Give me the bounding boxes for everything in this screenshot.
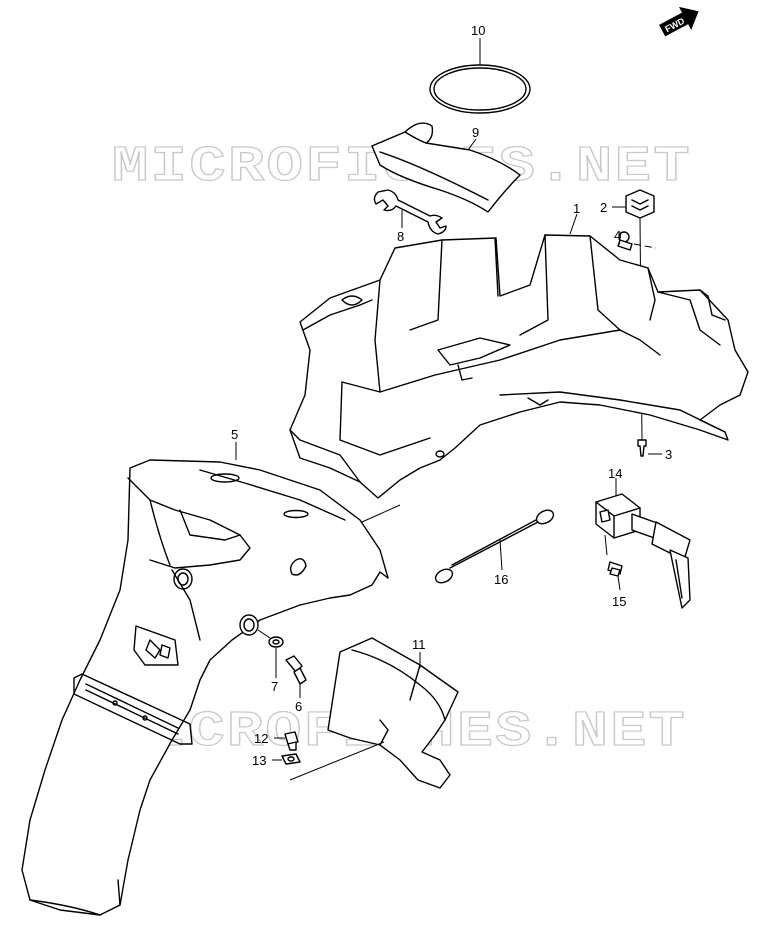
callout-10: 10 bbox=[471, 23, 485, 38]
part-7-washer bbox=[268, 636, 284, 648]
callout-4: 4 bbox=[614, 228, 621, 243]
part-15-screw bbox=[607, 561, 623, 577]
part-5-rear-fender bbox=[21, 459, 389, 916]
part-6-bolt bbox=[285, 655, 307, 685]
callout-7: 7 bbox=[271, 679, 278, 694]
callout-11: 11 bbox=[412, 637, 426, 652]
fwd-arrow-icon: FWD bbox=[659, 6, 699, 37]
part-10-band bbox=[429, 64, 531, 114]
part-12-bolt bbox=[284, 731, 299, 751]
part-16-cable bbox=[434, 509, 555, 584]
callout-2: 2 bbox=[600, 200, 607, 215]
part-13-nut bbox=[281, 753, 301, 765]
callout-9: 9 bbox=[472, 125, 479, 140]
callout-15: 15 bbox=[612, 594, 626, 609]
callout-13: 13 bbox=[252, 753, 266, 768]
part-8-wrench bbox=[373, 189, 447, 235]
callout-5: 5 bbox=[231, 427, 238, 442]
part-9-tool-bag bbox=[371, 122, 521, 213]
part-14-seat-lock bbox=[595, 493, 691, 609]
part-1-undertray bbox=[289, 234, 749, 499]
callout-3: 3 bbox=[665, 447, 672, 462]
callout-14: 14 bbox=[608, 466, 622, 481]
callout-6: 6 bbox=[295, 699, 302, 714]
part-11-mud-guard bbox=[327, 637, 459, 789]
callout-8: 8 bbox=[397, 229, 404, 244]
callout-12: 12 bbox=[254, 731, 268, 746]
part-3-pin bbox=[637, 439, 647, 457]
part-2-bracket bbox=[625, 189, 655, 219]
callout-16: 16 bbox=[494, 572, 508, 587]
callout-1: 1 bbox=[573, 201, 580, 216]
